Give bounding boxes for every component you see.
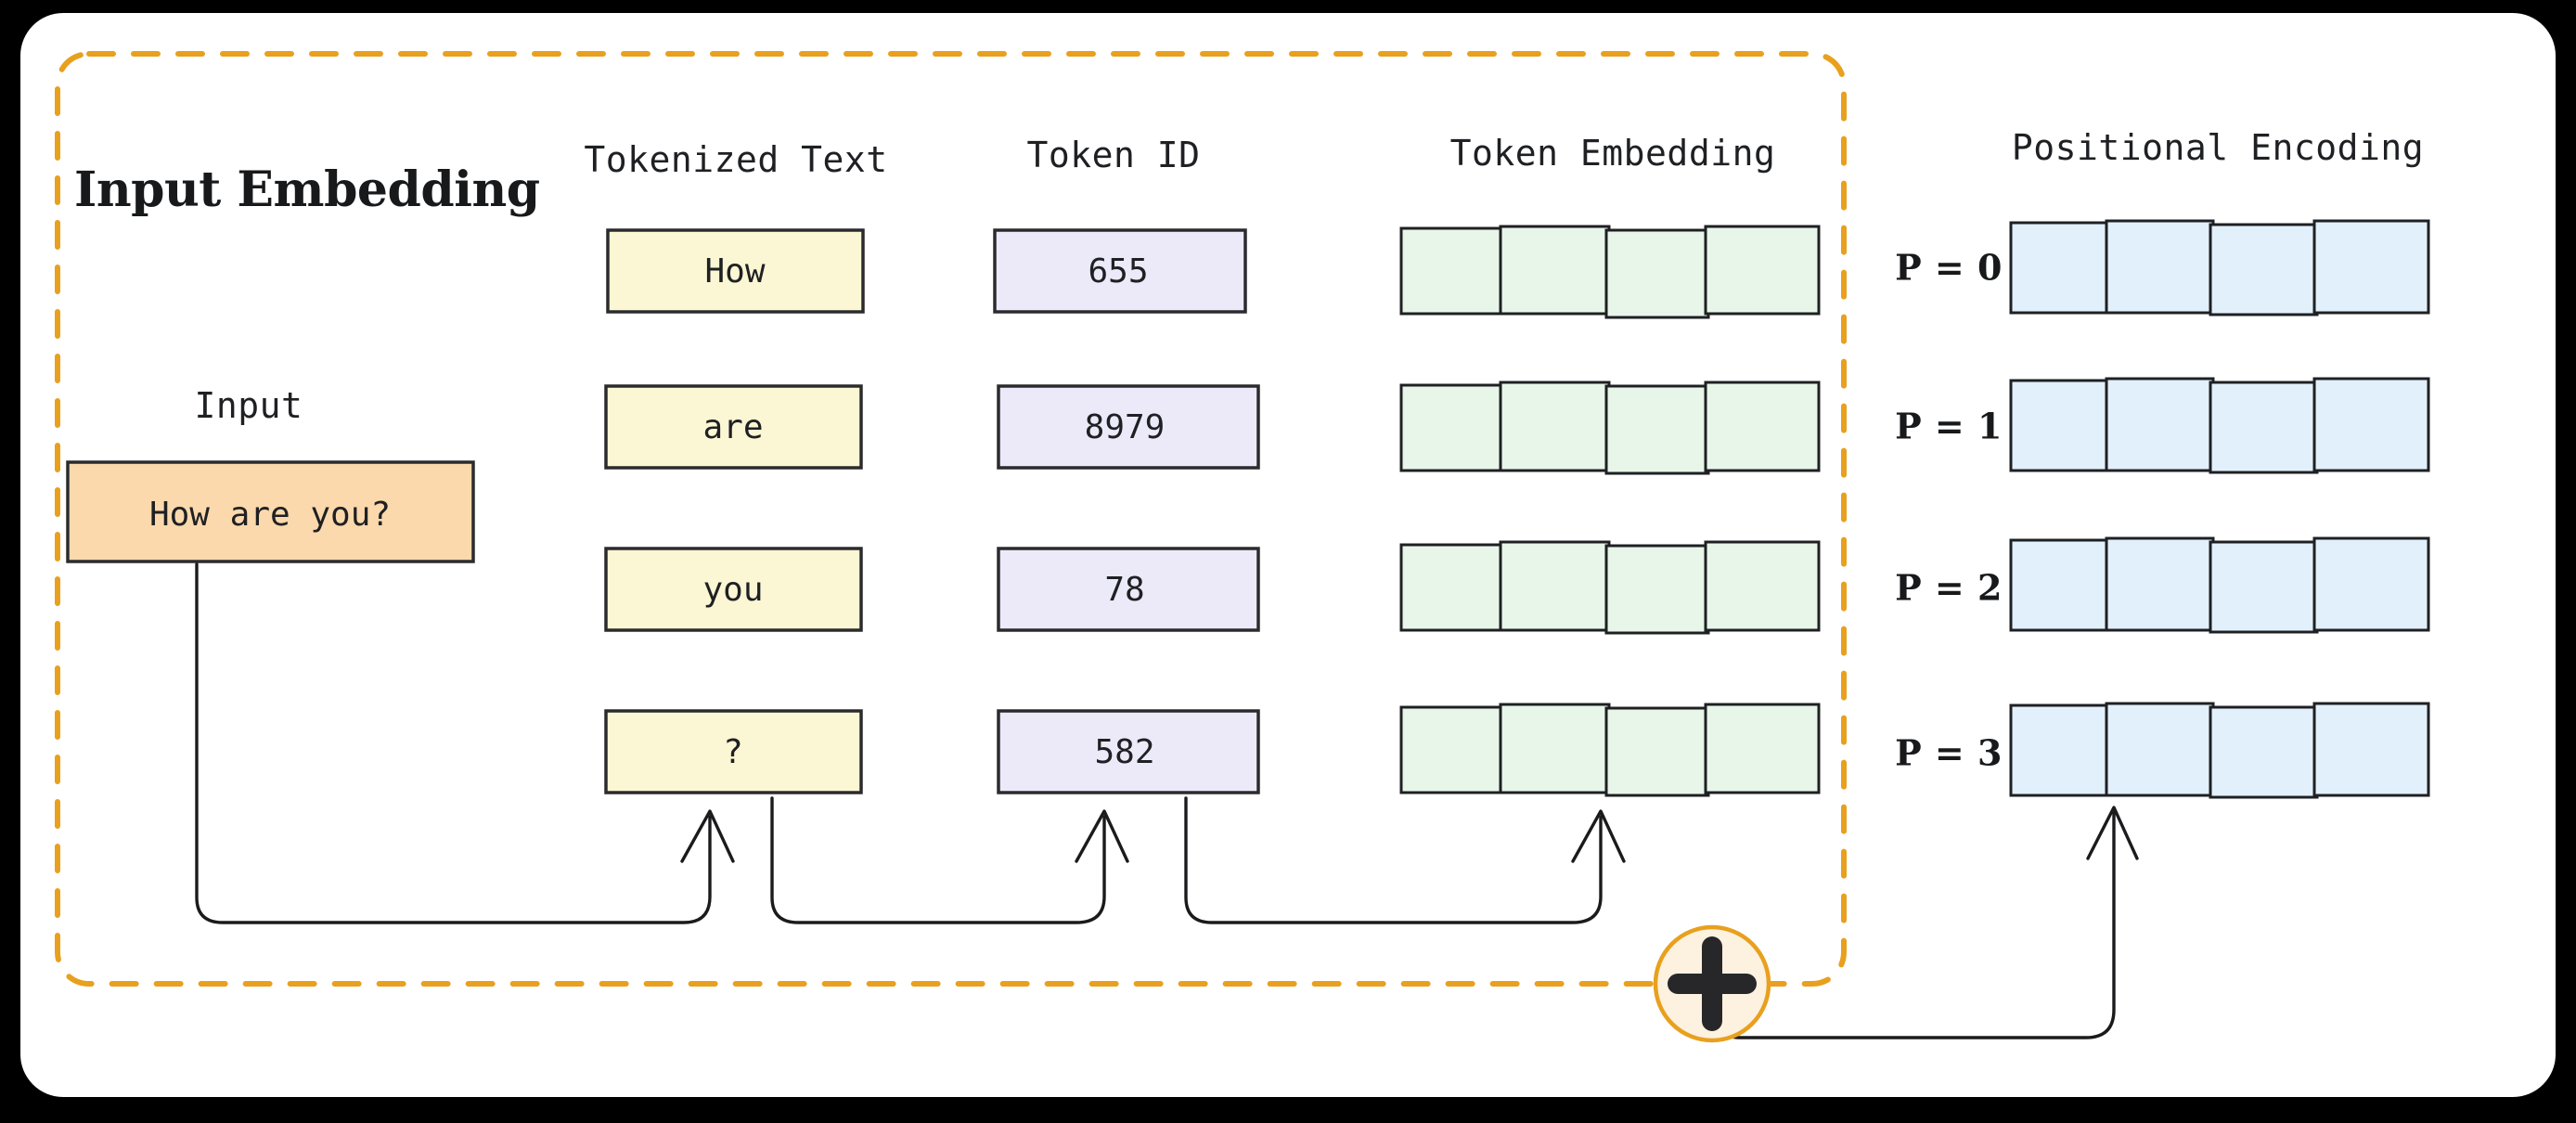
tokenized-text-box[interactable] — [604, 547, 863, 632]
positional-encoding-cell[interactable] — [2209, 705, 2319, 799]
column-header-positional-encoding: Positional Encoding — [2012, 127, 2424, 168]
page-title: Input Embedding — [74, 161, 540, 218]
token-embedding-cell[interactable] — [1499, 381, 1611, 472]
connector-input-to-tokenized-text — [195, 562, 712, 924]
positional-encoding-cell[interactable] — [2105, 219, 2215, 315]
token-embedding-cell[interactable] — [1604, 228, 1710, 319]
token-embedding-row[interactable] — [1399, 381, 1821, 475]
positional-encoding-row[interactable] — [2009, 702, 2430, 799]
positional-encoding-cell[interactable] — [2105, 536, 2215, 632]
position-label: P = 0 — [1895, 247, 2003, 289]
token-id-value: 78 — [1104, 571, 1144, 609]
addition-node[interactable] — [1653, 924, 1771, 1043]
token-embedding-cell[interactable] — [1604, 706, 1710, 797]
input-box-value: How are you? — [149, 496, 391, 534]
token-id-value: 582 — [1094, 733, 1154, 771]
input-box[interactable] — [66, 460, 475, 563]
positional-encoding-cell[interactable] — [2009, 221, 2110, 315]
positional-encoding-cell[interactable] — [2009, 538, 2110, 632]
input-label: Input — [195, 385, 303, 426]
column-header-token-embedding: Token Embedding — [1450, 133, 1776, 174]
positional-encoding-row[interactable] — [2009, 377, 2430, 474]
input-embedding-group-outline — [55, 51, 1847, 987]
tokenized-text-value: How — [704, 252, 765, 290]
arrowhead-token-embedding — [1571, 809, 1626, 863]
column-header-token-id: Token ID — [1026, 135, 1200, 175]
token-embedding-row[interactable] — [1399, 225, 1821, 319]
positional-encoding-cell[interactable] — [2009, 379, 2110, 472]
token-id-box[interactable] — [997, 384, 1260, 470]
token-embedding-cell[interactable] — [1704, 540, 1821, 632]
position-label: P = 3 — [1895, 732, 2003, 774]
token-embedding-cell[interactable] — [1399, 226, 1505, 316]
token-embedding-cell[interactable] — [1604, 384, 1710, 475]
tokenized-text-value: you — [702, 571, 763, 609]
token-id-box[interactable] — [993, 228, 1247, 314]
token-embedding-cell[interactable] — [1604, 544, 1710, 635]
positional-encoding-cell[interactable] — [2209, 381, 2319, 474]
tokenized-text-box[interactable] — [604, 384, 863, 470]
token-id-box[interactable] — [997, 709, 1260, 794]
token-embedding-cell[interactable] — [1704, 225, 1821, 316]
token-embedding-cell[interactable] — [1704, 703, 1821, 794]
tokenized-text-value: are — [702, 408, 763, 446]
positional-encoding-row[interactable] — [2009, 219, 2430, 316]
positional-encoding-cell[interactable] — [2209, 223, 2319, 316]
token-embedding-cell[interactable] — [1399, 543, 1505, 632]
positional-encoding-cell[interactable] — [2209, 540, 2319, 634]
position-label: P = 2 — [1895, 567, 2003, 609]
token-embedding-cell[interactable] — [1704, 381, 1821, 472]
connector-tokenized-text-to-token-id — [770, 796, 1106, 924]
positional-encoding-cell[interactable] — [2312, 536, 2430, 632]
arrowhead-positional-encoding — [2086, 806, 2139, 860]
positional-encoding-cell[interactable] — [2105, 702, 2215, 797]
tokenized-text-box[interactable] — [604, 709, 863, 794]
token-id-value: 655 — [1088, 252, 1148, 290]
tokenized-text-value: ? — [723, 733, 743, 771]
column-header-tokenized-text: Tokenized Text — [584, 139, 887, 180]
positional-encoding-cell[interactable] — [2009, 703, 2110, 797]
arrowhead-token-id — [1075, 809, 1129, 863]
token-embedding-row[interactable] — [1399, 703, 1821, 797]
positional-encoding-cell[interactable] — [2105, 377, 2215, 472]
arrowhead-tokenized-text — [680, 809, 735, 863]
connector-add-to-positional-encoding — [1710, 811, 2116, 1039]
positional-encoding-cell[interactable] — [2312, 702, 2430, 797]
position-label: P = 1 — [1895, 406, 2003, 447]
token-id-value: 8979 — [1085, 408, 1166, 446]
token-embedding-cell[interactable] — [1399, 705, 1505, 794]
token-embedding-cell[interactable] — [1499, 540, 1611, 632]
positional-encoding-row[interactable] — [2009, 536, 2430, 634]
connector-token-id-to-token-embedding — [1184, 796, 1603, 924]
token-embedding-cell[interactable] — [1399, 383, 1505, 472]
token-embedding-cell[interactable] — [1499, 703, 1611, 794]
token-id-box[interactable] — [997, 547, 1260, 632]
token-embedding-row[interactable] — [1399, 540, 1821, 635]
token-embedding-cell[interactable] — [1499, 225, 1611, 316]
positional-encoding-cell[interactable] — [2312, 377, 2430, 472]
tokenized-text-box[interactable] — [606, 228, 865, 314]
positional-encoding-cell[interactable] — [2312, 219, 2430, 315]
